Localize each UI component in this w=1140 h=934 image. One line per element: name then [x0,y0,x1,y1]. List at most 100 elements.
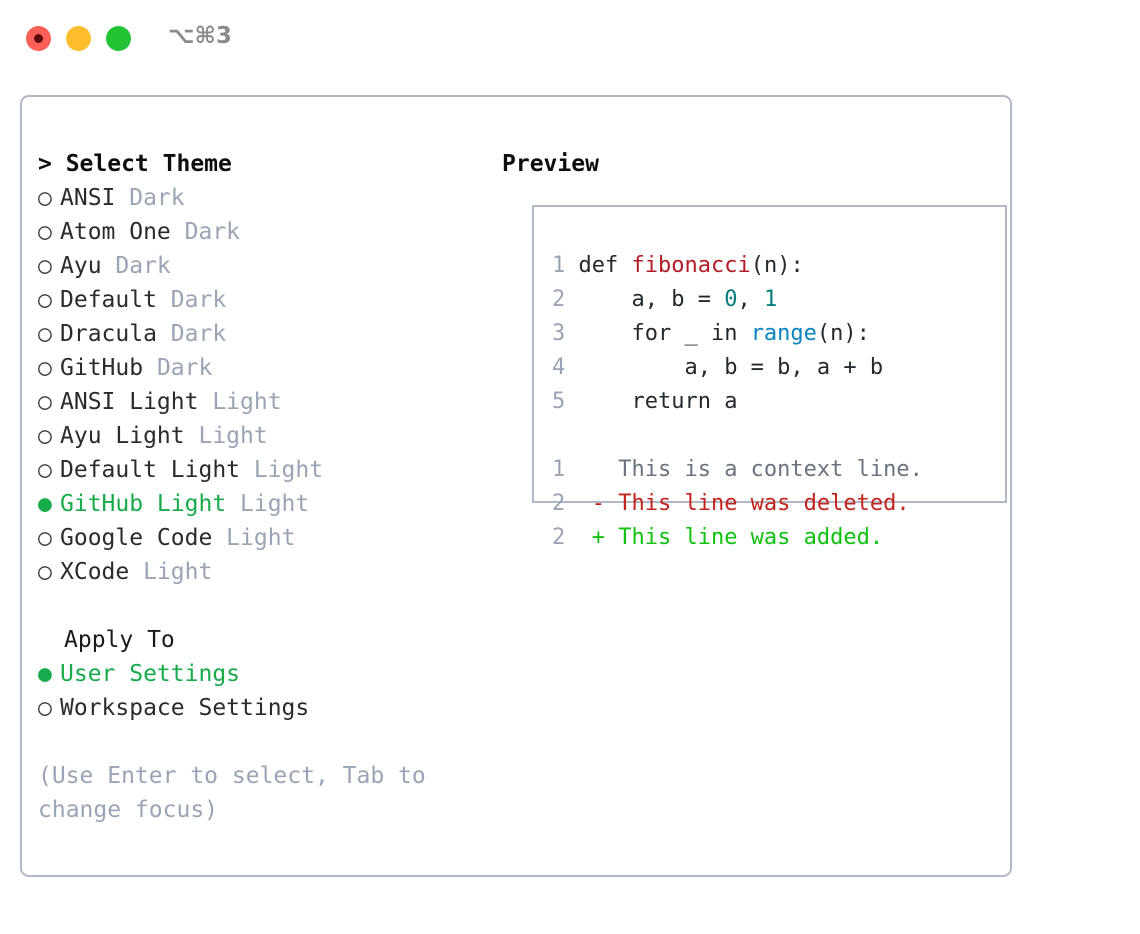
radio-unselected-icon: ○ [38,695,52,721]
theme-option-github-light[interactable]: ●GitHub Light Light [38,487,478,521]
theme-option-label: Atom One [60,219,171,245]
theme-option-label: GitHub [60,355,144,381]
theme-option-google-code[interactable]: ○ Google Code Light [38,521,478,555]
theme-option-kind: Dark [156,287,227,313]
theme-option-kind: Light [198,389,282,415]
code-gutter-space [565,287,578,312]
theme-option-label: Default Light [60,457,241,483]
theme-list[interactable]: ○ANSI Dark○Atom One Dark○Ayu Dark○Defaul… [38,181,478,589]
code-line-number: 4 [552,355,566,380]
radio-unselected-icon: ○ [38,389,52,415]
theme-option-default-light[interactable]: ○ Default Light Light [38,453,478,487]
theme-option-label: Dracula [60,321,157,347]
code-token-num: 0 [724,287,738,312]
code-token-call: range [750,321,817,346]
radio-selected-icon: ● [38,491,52,517]
theme-option-ansi-light[interactable]: ○ ANSI Light Light [38,385,478,419]
theme-picker-panel: > Select Theme ○ANSI Dark○Atom One Dark○… [20,95,1012,877]
theme-selection-column: > Select Theme ○ANSI Dark○Atom One Dark○… [38,147,478,827]
radio-unselected-icon: ○ [38,525,52,551]
code-line: 2 a, b = 0, 1 [552,283,923,317]
zoom-button-icon[interactable] [106,26,131,51]
code-token-plain: a, b = [578,287,725,312]
preview-column: Preview 1 def fibonacci(n):2 a, b = 0, 1… [502,147,1007,550]
code-token-plain: for _ in [578,321,751,346]
minimize-button-icon[interactable] [66,26,91,51]
diff-marker-icon [565,457,618,482]
radio-unselected-icon: ○ [38,185,52,211]
theme-option-ayu[interactable]: ○Ayu Dark [38,249,478,283]
theme-option-label: Default [60,287,157,313]
theme-option-kind: Light [212,525,296,551]
code-token-fn: fibonacci [631,253,751,278]
code-gutter-space [565,389,578,414]
radio-unselected-icon: ○ [38,423,52,449]
code-token-plain: (n): [816,321,870,346]
code-line: 5 return a [552,385,923,419]
diff-line-number: 2 [552,491,566,516]
radio-unselected-icon: ○ [38,287,52,313]
theme-option-kind: Dark [156,321,227,347]
code-token-plain: , [737,287,764,312]
diff-line-text: This line was added. [618,525,884,550]
theme-option-github[interactable]: ○ GitHub Dark [38,351,478,385]
theme-option-label: ANSI Light [60,389,199,415]
code-token-plain: return a [578,389,738,414]
apply-to-option-label: User Settings [60,661,241,687]
theme-option-label: XCode [60,559,130,585]
code-gutter-space [565,321,578,346]
theme-option-kind: Light [226,491,310,517]
code-token-plain: def [578,253,632,278]
code-token-plain: a, b = b, a + b [578,355,884,380]
code-token-num: 1 [763,287,778,312]
apply-to-option-user-settings[interactable]: ● User Settings [38,657,478,691]
theme-option-default[interactable]: ○ Default Dark [38,283,478,317]
radio-selected-icon: ● [38,661,52,687]
radio-unselected-icon: ○ [38,321,52,347]
apply-to-option-workspace-settings[interactable]: ○Workspace Settings [38,691,478,725]
diff-marker-icon: - [565,491,619,516]
apply-to-header: Apply To [64,627,175,653]
apply-to-list[interactable]: ● User Settings ○Workspace Settings [38,657,478,725]
theme-option-dracula[interactable]: ○ Dracula Dark [38,317,478,351]
theme-option-label: Ayu Light [60,423,185,449]
theme-option-kind: Dark [143,355,213,381]
theme-option-kind: Light [240,457,324,483]
diff-line-context: 1 This is a context line. [552,453,923,487]
theme-option-atom-one[interactable]: ○Atom One Dark [38,215,478,249]
radio-unselected-icon: ○ [38,253,52,279]
theme-option-label: ANSI [60,185,116,211]
diff-line-number: 1 [552,457,566,482]
code-gutter-space [565,253,578,278]
theme-option-kind: Dark [115,185,185,211]
preview-header: Preview [502,151,599,177]
diff-line-number: 2 [552,525,566,550]
radio-unselected-icon: ○ [38,559,52,585]
theme-option-kind: Light [184,423,268,449]
close-button-icon[interactable] [26,26,51,51]
code-line: 4 a, b = b, a + b [552,351,923,385]
theme-option-ayu-light[interactable]: ○ Ayu Light Light [38,419,478,453]
radio-unselected-icon: ○ [38,219,52,245]
diff-marker-icon: + [565,525,619,550]
code-gutter-space [565,355,578,380]
diff-line-text: This is a context line. [618,457,923,482]
code-line: 1 def fibonacci(n): [552,249,923,283]
theme-option-xcode[interactable]: ○XCode Light [38,555,478,589]
radio-unselected-icon: ○ [38,355,52,381]
select-theme-header: > Select Theme [38,151,232,177]
diff-line-text: This line was deleted. [618,491,910,516]
code-line-number: 1 [552,253,566,278]
diff-line-deleted: 2 - This line was deleted. [552,487,923,521]
apply-to-section: Apply To ● User Settings ○Workspace Settin… [38,623,478,725]
radio-unselected-icon: ○ [38,457,52,483]
theme-option-label: Google Code [60,525,213,551]
code-blank-line [552,419,923,453]
keyboard-hint-text: (Use Enter to select, Tab to change focu… [38,763,426,823]
code-line: 3 for _ in range(n): [552,317,923,351]
theme-option-kind: Dark [101,253,171,279]
theme-option-ansi[interactable]: ○ ANSI Dark [38,181,478,215]
